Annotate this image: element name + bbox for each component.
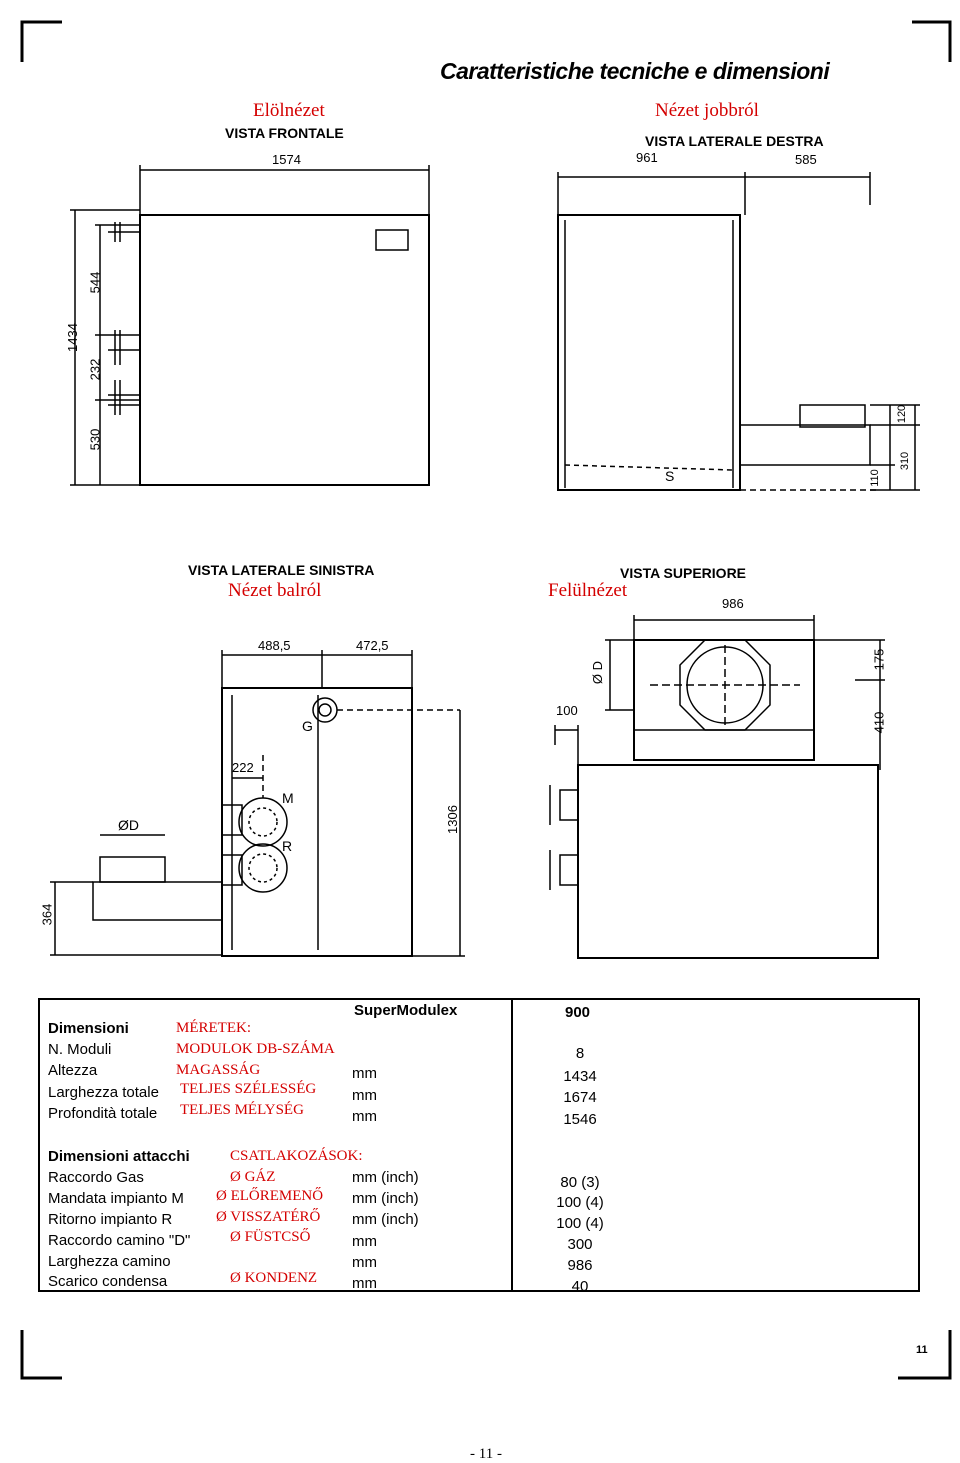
row-hu-label: Ø GÁZ	[230, 1169, 276, 1185]
row-value: 8	[575, 1045, 585, 1062]
right-view-label-it: VISTA LATERALE DESTRA	[645, 133, 824, 149]
page-title: Caratteristiche tecniche e dimensioni	[440, 58, 830, 84]
front-width-dim: 1574	[272, 152, 301, 167]
top-view-label-it: VISTA SUPERIORE	[620, 565, 747, 581]
row-value: 100 (4)	[556, 1194, 604, 1211]
table-model-value: 900	[565, 1004, 591, 1021]
row-it-label: Dimensioni attacchi	[48, 1148, 190, 1165]
page-number: - 11 -	[470, 1446, 502, 1462]
left-depth-3: 222	[232, 760, 254, 775]
row-hu-label: MODULOK DB-SZÁMA	[176, 1041, 335, 1057]
right-height-310: 310	[899, 451, 912, 471]
left-view-label-it: VISTA LATERALE SINISTRA	[188, 562, 375, 578]
right-depth-2: 585	[795, 152, 817, 167]
table-divider	[511, 1000, 513, 1290]
right-height-110: 110	[868, 469, 881, 487]
row-unit: mm (inch)	[352, 1211, 419, 1228]
left-g-label: G	[302, 718, 313, 734]
row-unit: mm	[352, 1087, 377, 1104]
row-it-label: Mandata impianto M	[48, 1190, 184, 1207]
row-value: 300	[567, 1236, 593, 1253]
right-view-label-hu: Nézet jobbról	[655, 100, 759, 121]
left-height-1306: 1306	[444, 805, 460, 834]
row-value: 986	[567, 1257, 593, 1274]
top-width-dim: 986	[722, 596, 744, 611]
front-height-total: 1434	[64, 323, 80, 352]
front-height-upper: 544	[87, 271, 103, 294]
top-dim-175: 175	[871, 648, 887, 671]
row-unit: mm (inch)	[352, 1169, 419, 1186]
table-model-name: SuperModulex	[354, 1002, 458, 1019]
row-unit: mm	[352, 1275, 377, 1292]
top-view-label-hu: Felülnézet	[548, 580, 628, 601]
row-hu-label: CSATLAKOZÁSOK:	[230, 1148, 363, 1164]
row-it-label: Raccordo Gas	[48, 1169, 144, 1186]
row-unit: mm	[352, 1233, 377, 1250]
front-height-mid: 232	[87, 358, 103, 381]
row-hu-label: Ø VISSZATÉRŐ	[216, 1209, 321, 1225]
row-it-label: Scarico condensa	[48, 1273, 168, 1290]
row-it-label: Larghezza camino	[48, 1253, 171, 1270]
row-value: 100 (4)	[556, 1215, 604, 1232]
right-depth-1: 961	[636, 150, 658, 165]
front-view-label-it: VISTA FRONTALE	[225, 125, 344, 141]
row-value: 1546	[563, 1111, 597, 1128]
row-it-label: Ritorno impianto R	[48, 1211, 173, 1228]
row-value: 1434	[563, 1068, 597, 1085]
left-m-label: M	[282, 790, 294, 806]
row-unit: mm	[352, 1065, 377, 1082]
left-r-label: R	[282, 838, 293, 854]
row-unit: mm	[352, 1108, 377, 1125]
row-hu-label: MAGASSÁG	[176, 1062, 261, 1078]
row-it-label: N. Moduli	[48, 1041, 112, 1058]
row-unit: mm (inch)	[352, 1190, 419, 1207]
left-depth-2: 472,5	[356, 638, 389, 653]
left-od-label: ØD	[118, 817, 139, 833]
right-s-label: S	[665, 468, 675, 484]
left-depth-1: 488,5	[258, 638, 291, 653]
row-hu-label: Ø KONDENZ	[230, 1270, 318, 1286]
row-hu-label: Ø FÜSTCSŐ	[230, 1229, 311, 1245]
left-view-label-hu: Nézet balról	[228, 580, 322, 601]
top-dim-100: 100	[556, 703, 578, 718]
front-height-lower: 530	[87, 428, 103, 451]
row-hu-label: Ø ELŐREMENŐ	[216, 1188, 324, 1204]
right-height-120: 120	[896, 404, 909, 424]
small-page-number: 11	[916, 1344, 928, 1356]
specs-table: SuperModulex 900 Dimensioni MÉRETEK: N. …	[38, 998, 920, 1295]
row-hu-label: MÉRETEK:	[176, 1020, 251, 1036]
row-hu-label: TELJES SZÉLESSÉG	[180, 1081, 317, 1097]
row-value: 1674	[563, 1089, 597, 1106]
row-hu-label: TELJES MÉLYSÉG	[180, 1102, 304, 1118]
row-unit: mm	[352, 1254, 377, 1271]
top-dim-410: 410	[871, 711, 887, 734]
front-view-label-hu: Elölnézet	[253, 100, 325, 121]
row-it-label: Altezza	[48, 1062, 98, 1079]
top-od-label: Ø D	[590, 660, 606, 685]
row-it-label: Larghezza totale	[48, 1084, 159, 1101]
row-value: 40	[571, 1278, 589, 1295]
row-value: 80 (3)	[560, 1174, 600, 1191]
row-it-label: Dimensioni	[48, 1020, 129, 1037]
row-it-label: Profondità totale	[48, 1105, 158, 1122]
row-it-label: Raccordo camino "D"	[48, 1232, 191, 1249]
left-height-364: 364	[39, 903, 55, 926]
